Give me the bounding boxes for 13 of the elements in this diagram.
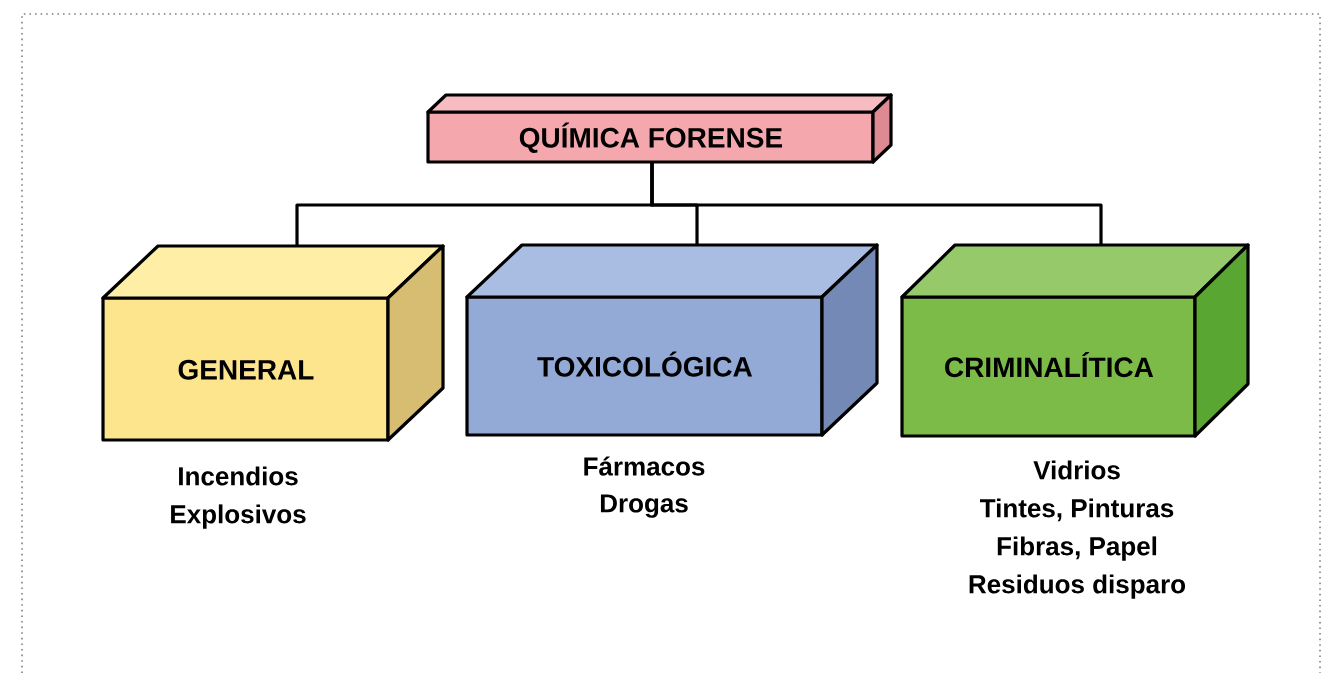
item-label: Vidrios — [1033, 460, 1120, 480]
category-box: CRIMINALÍTICA — [900, 243, 1250, 438]
category-box: TOXICOLÓGICA — [465, 243, 879, 437]
item-label: Drogas — [600, 494, 688, 518]
item-label: Tintes, Pinturas — [980, 498, 1174, 522]
item-label: Fármacos — [584, 456, 705, 476]
title-box: QUÍMICA FORENSE — [426, 93, 893, 164]
item-label: Fibras, Papel — [997, 536, 1157, 561]
category-box: GENERAL — [101, 244, 445, 442]
item-label: Incendios — [179, 466, 298, 486]
connector-line — [650, 162, 1103, 245]
item-label: Explosivos — [171, 504, 306, 529]
item-label: Residuos disparo — [969, 574, 1186, 599]
